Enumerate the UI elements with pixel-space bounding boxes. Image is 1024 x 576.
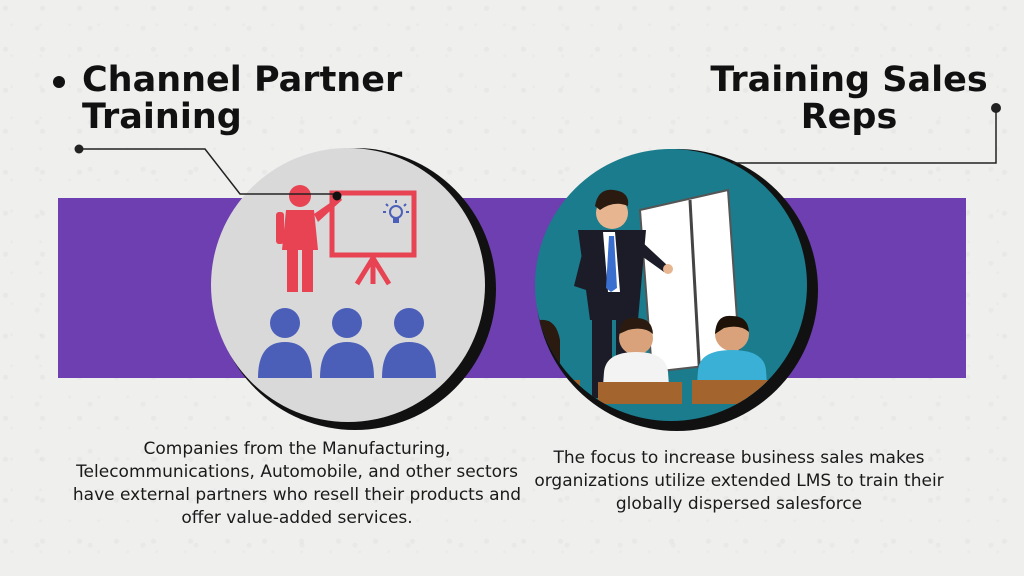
- light-bulb-icon: [383, 200, 409, 223]
- right-title: Training Sales Reps: [710, 60, 988, 137]
- right-description: The focus to increase business sales mak…: [534, 448, 944, 514]
- presenter-figure-icon: [276, 185, 342, 292]
- left-connector-line: [74, 144, 342, 201]
- left-title-bullet: [53, 76, 65, 88]
- left-circle-fill: [211, 148, 485, 422]
- right-circle-group: [535, 149, 818, 431]
- audience-icon: [258, 308, 436, 378]
- left-circle-group: [211, 148, 496, 430]
- right-connector-line: [733, 103, 1001, 164]
- presentation-board-icon: [329, 190, 417, 286]
- left-title: Channel Partner Training: [82, 60, 403, 137]
- left-description: Companies from the Manufacturing, Teleco…: [72, 439, 522, 528]
